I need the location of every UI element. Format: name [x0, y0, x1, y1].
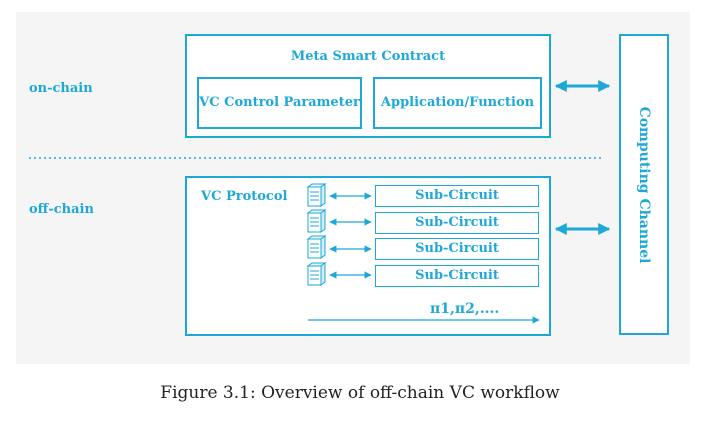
server-icon: [307, 209, 326, 233]
figure-caption: Figure 3.1: Overview of off-chain VC wor…: [160, 383, 560, 403]
sub-circuit-1: Sub-Circuit: [375, 185, 539, 207]
meta-smart-contract-title: Meta Smart Contract: [290, 49, 446, 64]
server-icon: [307, 262, 326, 286]
sub-circuit-4: Sub-Circuit: [375, 265, 539, 287]
vc-control-parameter-label: VC Control Parameter: [199, 95, 360, 110]
off-chain-label: off-chain: [29, 202, 94, 217]
computing-channel-label: Computing Channel: [636, 106, 652, 263]
on-chain-label: on-chain: [29, 81, 93, 96]
proof-output-label: π1,π2,....: [430, 301, 500, 317]
sub-circuit-2: Sub-Circuit: [375, 212, 539, 234]
server-icon: [307, 235, 326, 259]
vc-control-parameter-box: VC Control Parameter: [197, 77, 362, 129]
sub-circuit-3: Sub-Circuit: [375, 238, 539, 260]
vc-protocol-title: VC Protocol: [201, 189, 288, 204]
application-function-label: Application/Function: [380, 95, 535, 110]
application-function-box: Application/Function: [373, 77, 542, 129]
computing-channel-box: Computing Channel: [619, 34, 669, 335]
server-icon: [307, 183, 326, 207]
